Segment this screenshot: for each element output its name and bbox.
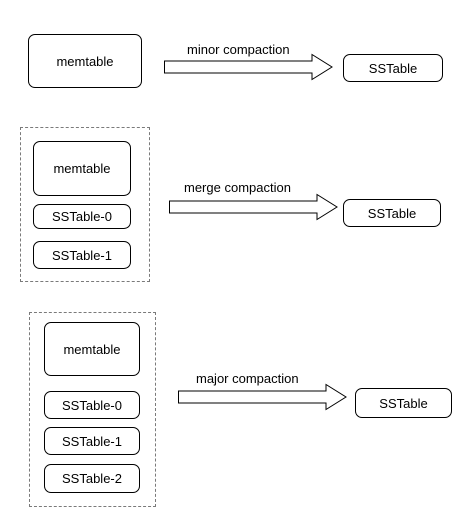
sstable-1-box: SSTable-1 (33, 241, 131, 269)
sstable-0-box: SSTable-0 (33, 204, 131, 229)
memtable-box: memtable (44, 322, 140, 376)
merge-input-group (20, 127, 150, 282)
merge-compaction-arrow (169, 193, 338, 221)
memtable-box: memtable (28, 34, 142, 88)
major-input-group (29, 312, 156, 507)
sstable-output-box: SSTable (343, 199, 441, 227)
memtable-box: memtable (33, 141, 131, 196)
minor-compaction-arrow (164, 53, 333, 81)
sstable-output-box: SSTable (343, 54, 443, 82)
major-compaction-arrow (178, 383, 347, 411)
merge-compaction-label: merge compaction (184, 180, 291, 195)
sstable-0-box: SSTable-0 (44, 391, 140, 419)
minor-compaction-label: minor compaction (187, 42, 290, 57)
sstable-2-box: SSTable-2 (44, 464, 140, 493)
sstable-1-box: SSTable-1 (44, 427, 140, 455)
sstable-output-box: SSTable (355, 388, 452, 418)
major-compaction-label: major compaction (196, 371, 299, 386)
